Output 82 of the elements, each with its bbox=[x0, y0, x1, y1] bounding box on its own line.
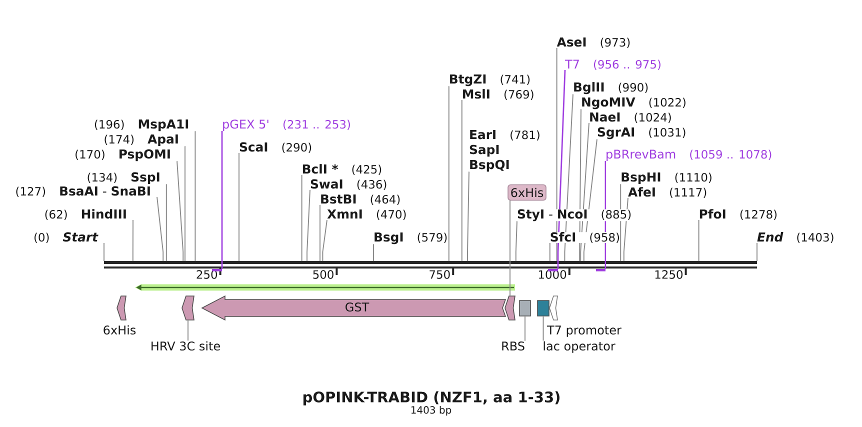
enzyme-label: SwaI (436) bbox=[310, 179, 386, 190]
leader-line bbox=[104, 242, 105, 262]
primer-mark bbox=[596, 269, 606, 272]
tick-label: 500 bbox=[313, 270, 334, 279]
leader-line bbox=[620, 184, 622, 262]
leader-line bbox=[301, 174, 302, 262]
leader-line bbox=[698, 220, 700, 262]
leader-line bbox=[322, 220, 328, 262]
leader-line bbox=[604, 161, 606, 269]
sequence-length: 1403 bp bbox=[411, 406, 452, 416]
primer-label: pBRrevBam (1059 .. 1078) bbox=[606, 150, 772, 161]
leader-line bbox=[373, 244, 374, 262]
feature-label: HRV 3C site bbox=[152, 341, 220, 351]
primer-label: T7 (956 .. 975) bbox=[564, 60, 660, 70]
enzyme-label: NaeI (1024) bbox=[590, 112, 671, 123]
leader-line bbox=[166, 184, 167, 262]
enzyme-label: BclI * (425) bbox=[302, 164, 382, 175]
feature-block bbox=[182, 296, 194, 320]
enzyme-label: BstBI (464) bbox=[321, 194, 400, 205]
feature-label: RBS bbox=[502, 341, 524, 351]
tick-label: 750 bbox=[430, 270, 450, 279]
feature-label: lac operator bbox=[544, 341, 616, 353]
leader-line bbox=[320, 204, 321, 262]
leader-line bbox=[579, 108, 582, 262]
leader-line bbox=[524, 316, 526, 342]
enzyme-label: PfoI (1278) bbox=[700, 209, 777, 220]
enzyme-label: ScaI (290) bbox=[240, 142, 312, 153]
enzyme-label: (134) SspI bbox=[88, 172, 160, 184]
enzyme-label: AfeI (1117) bbox=[628, 187, 706, 198]
enzyme-label: BspHI (1110) bbox=[622, 172, 712, 184]
leader-line bbox=[623, 198, 628, 262]
leader-line bbox=[467, 171, 470, 262]
enzyme-label: (127) BsaAI - SnaBI bbox=[16, 186, 150, 197]
enzyme-label: AseI (973) bbox=[556, 37, 630, 48]
primer-mark bbox=[212, 269, 222, 272]
leader-line bbox=[448, 86, 450, 262]
enzyme-label: (0) Start bbox=[34, 232, 98, 243]
leader-line bbox=[549, 242, 550, 262]
feature-block bbox=[504, 296, 516, 320]
leader-line bbox=[564, 94, 574, 262]
leader-line bbox=[188, 320, 189, 342]
leader-line bbox=[132, 220, 134, 262]
leader-line bbox=[221, 131, 223, 269]
enzyme-label: StyI - NcoI (885) bbox=[518, 209, 631, 222]
enzyme-label: SfcI (958) bbox=[550, 232, 620, 243]
enzyme-label: SgrAI (1031) bbox=[598, 127, 686, 140]
enzyme-label: (62) HindIII bbox=[45, 209, 126, 220]
enzyme-label: NgoMIV (1022) bbox=[582, 97, 686, 110]
leader-line bbox=[194, 130, 196, 262]
enzyme-label: (196) MspA1I bbox=[94, 119, 188, 132]
enzyme-label: End (1403) bbox=[757, 232, 834, 243]
leader-line bbox=[580, 122, 590, 262]
leader-line bbox=[184, 146, 186, 262]
feature-tag: 6xHis bbox=[508, 184, 546, 201]
primer-mark bbox=[548, 269, 558, 272]
feature-label: 6xHis bbox=[104, 325, 136, 335]
enzyme-label: BsgI (579) bbox=[374, 232, 447, 244]
enzyme-label: (170) PspOMI bbox=[76, 149, 170, 162]
map-title: pOPINK-TRABID (NZF1, aa 1-33) bbox=[303, 391, 560, 406]
enzyme-label: BtgZI (741) bbox=[450, 74, 530, 86]
enzyme-label: EarI (781) SapI BspQI bbox=[470, 130, 540, 172]
leader-line bbox=[542, 316, 544, 342]
leader-line bbox=[176, 160, 184, 262]
leader-line bbox=[461, 100, 462, 262]
enzyme-label: BglII (990) bbox=[574, 82, 648, 94]
feature-block bbox=[519, 300, 531, 316]
enzyme-label: XmnI (470) bbox=[327, 209, 406, 220]
sequence-backbone bbox=[104, 261, 757, 268]
feature-block bbox=[537, 300, 550, 316]
enzyme-label: (174) ApaI bbox=[104, 134, 178, 146]
leader-line bbox=[556, 48, 558, 262]
feature-label: T7 promoter bbox=[546, 326, 622, 337]
leader-line bbox=[515, 220, 518, 262]
leader-line bbox=[156, 196, 164, 262]
tick-label: 250 bbox=[196, 270, 218, 279]
leader-line bbox=[306, 190, 310, 262]
primer-label: pGEX 5' (231 .. 253) bbox=[223, 120, 350, 131]
leader-line bbox=[583, 138, 598, 262]
leader-line bbox=[557, 70, 566, 269]
enzyme-label: MslI (769) bbox=[463, 89, 534, 100]
leader-line bbox=[756, 242, 758, 262]
leader-line bbox=[238, 152, 240, 262]
